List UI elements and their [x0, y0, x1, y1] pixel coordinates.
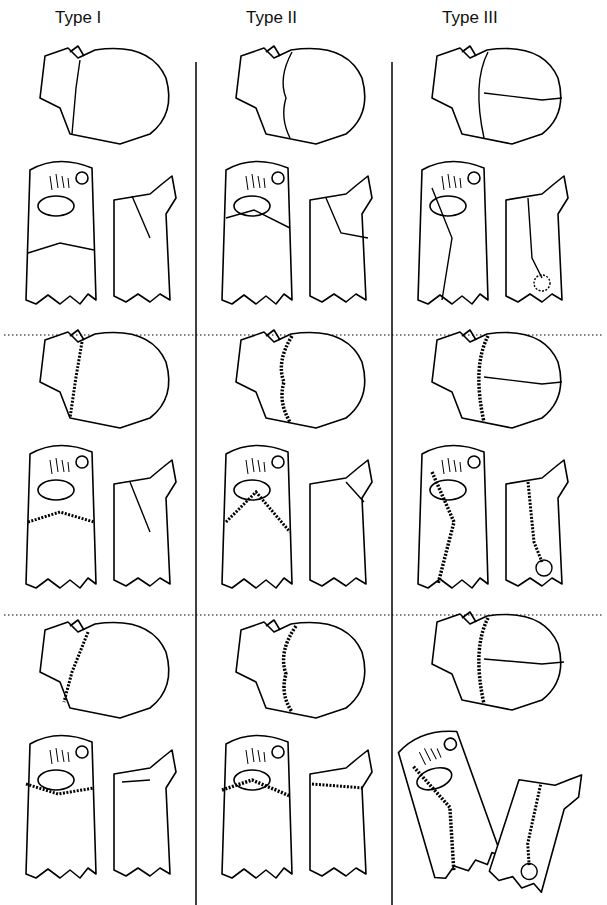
column-heading: Type III [442, 8, 498, 28]
column-heading: Type II [246, 8, 297, 28]
column-heading: Type I [55, 8, 101, 28]
